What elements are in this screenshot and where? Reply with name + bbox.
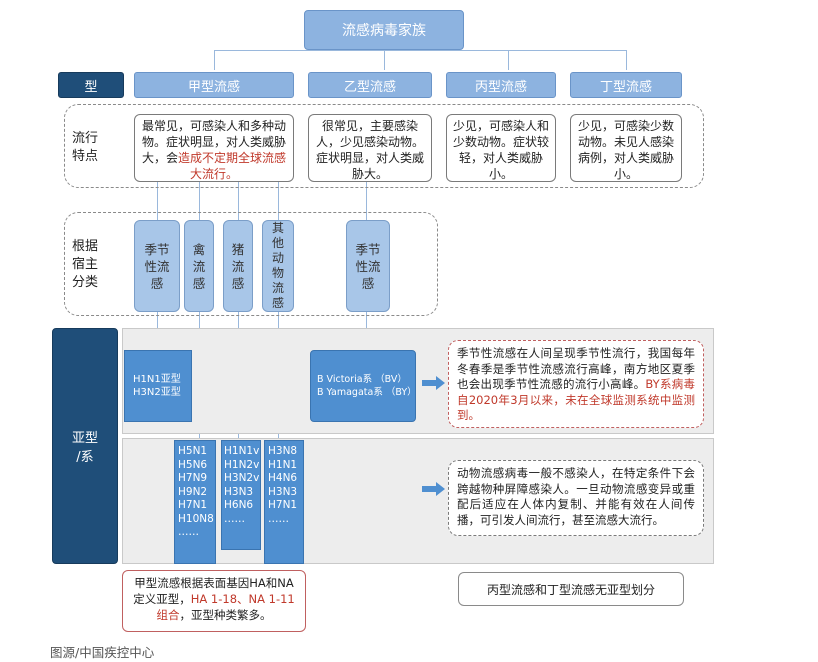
epi-group-frame (64, 104, 704, 188)
connector-line (508, 50, 509, 70)
epi-note-d: 少见，可感染少数动物。未见人感染病例，对人类威胁小。 (570, 114, 682, 182)
animal-note: 动物流感病毒一般不感染人，在特定条件下会跨越物种屏障感染人。一旦动物流感变异或重… (448, 460, 704, 536)
subtype-item: H7N1 (178, 499, 208, 511)
subtype-item: H5N1 (178, 445, 208, 457)
a-subtype-note: 甲型流感根据表面基因HA和NA定义亚型，HA 1-18、NA 1-11组合，亚型… (122, 570, 306, 632)
swine-subtype-column: H1N1v H1N2v H3N2v H3N3 H6N6 …… (221, 440, 261, 550)
subtype-item: H7N1 (268, 499, 298, 511)
seasonal-note: 季节性流感在人间呈现季节性流行，我国每年冬春季是季节性流感流行高峰，南方地区夏季… (448, 340, 704, 428)
type-influenza-b: 乙型流感 (308, 72, 432, 98)
epi-note-b: 很常见，主要感染人，少见感染动物。症状明显，对人类威胁大。 (308, 114, 432, 182)
subtype-item: H10N8 (178, 512, 214, 525)
subtype-row-label: 亚型 /系 (52, 328, 118, 564)
host-group-frame (64, 212, 438, 316)
subtype-item: H9N2 (178, 485, 208, 498)
seasonal-note-text: 季节性流感在人间呈现季节性流行，我国每年冬春季是季节性流感流行高峰，南方地区夏季… (457, 346, 695, 391)
subtype-item: H1N1v (224, 445, 260, 457)
subtype-item: …… (268, 512, 289, 525)
type-row-label: 型 (58, 72, 124, 98)
epi-note-a-highlight: 造成不定期全球流感大流行。 (178, 151, 287, 181)
arrow-right-icon (422, 486, 438, 492)
cd-no-subtype-note: 丙型流感和丁型流感无亚型划分 (458, 572, 684, 606)
host-row-label: 根据 宿主 分类 (72, 239, 99, 290)
other-animal-subtype-column: H3N8 H1N1 H4N6 H3N3 H7N1 …… (264, 440, 304, 564)
connector-line (199, 180, 200, 220)
seasonal-b-lineages: B Victoria系 （BV） B Yamagata系 （BY） (310, 350, 417, 422)
connector-line (278, 180, 279, 220)
diagram-title: 流感病毒家族 (304, 10, 464, 50)
a-subtype-note-text: 甲型流感根据表面基因HA和NA定义亚型， (133, 576, 294, 606)
connector-line (157, 180, 158, 220)
connector-line (238, 180, 239, 220)
epi-note-c: 少见，可感染人和少数动物。症状较轻，对人类威胁小。 (446, 114, 556, 182)
epi-note-a-text: 最常见，可感染人和多种动物。症状明显，对人类威胁大，会 (141, 119, 286, 165)
arrow-right-icon-head (436, 482, 445, 496)
seasonal-a-subtypes: H1N1亚型 H3N2亚型 (124, 350, 192, 422)
connector-line (384, 36, 385, 70)
host-a-avian: 禽 流 感 (184, 220, 214, 312)
subtype-item: H3N2v (224, 472, 260, 484)
host-a-other-animal: 其 他 动 物 流 感 (262, 220, 294, 312)
host-a-seasonal: 季节 性流 感 (134, 220, 180, 312)
subtype-item: …… (224, 512, 245, 525)
seasonal-note-highlight: BY系病毒自2020年3月以来，未在全球监测系统中监测到。 (457, 377, 695, 422)
subtype-item: H6N6 (224, 499, 254, 511)
arrow-right-icon-head (436, 376, 445, 390)
subtype-item: H3N3 (268, 485, 298, 498)
a-subtype-note-highlight: HA 1-18、NA 1-11组合 (156, 592, 295, 622)
subtype-item: …… (178, 526, 199, 538)
subtype-item: H1N1 (268, 458, 298, 471)
epi-note-a: 最常见，可感染人和多种动物。症状明显，对人类威胁大，会造成不定期全球流感大流行。 (134, 114, 294, 182)
avian-subtype-column: H5N1 H5N6 H7N9 H9N2 H7N1 H10N8 …… (174, 440, 216, 564)
subtype-item: H4N6 (268, 472, 298, 484)
type-influenza-d: 丁型流感 (570, 72, 682, 98)
type-influenza-a: 甲型流感 (134, 72, 294, 98)
connector-line (366, 180, 367, 220)
epi-row-label: 流行 特点 (72, 131, 99, 164)
source-caption: 图源/中国疾控中心 (50, 645, 155, 660)
subtype-item: H3N8 (268, 445, 298, 457)
host-b-seasonal: 季节 性流 感 (346, 220, 390, 312)
subtype-item: H1N2v (224, 458, 260, 471)
subtype-item: H3N3 (224, 485, 254, 498)
connector-line (214, 50, 215, 70)
subtype-item: H5N6 (178, 458, 208, 471)
subtype-item: H7N9 (178, 472, 208, 484)
connector-line (214, 50, 626, 51)
type-influenza-c: 丙型流感 (446, 72, 556, 98)
host-a-swine: 猪 流 感 (223, 220, 253, 312)
arrow-right-icon (422, 380, 438, 386)
connector-line (626, 50, 627, 70)
a-subtype-note-tail: ，亚型种类繁多。 (179, 608, 272, 622)
